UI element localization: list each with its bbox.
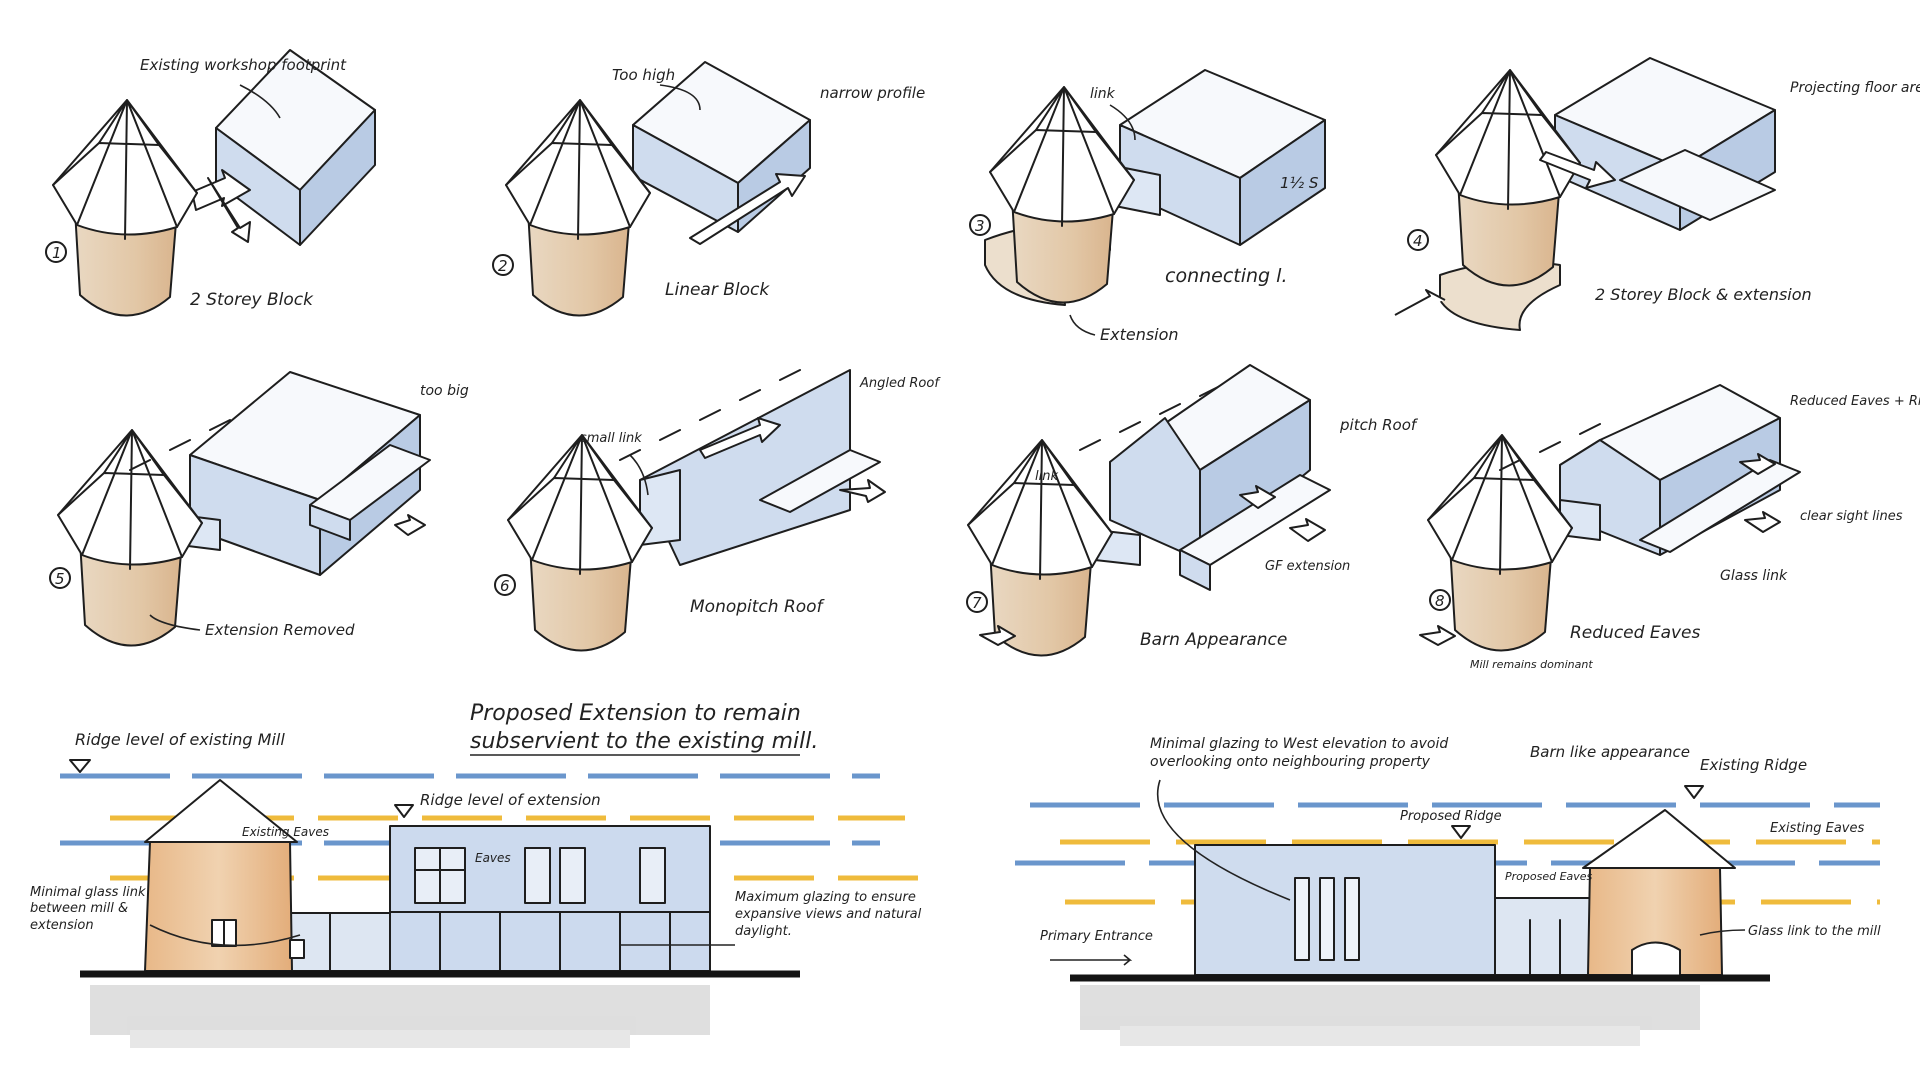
- sketch-1: 1 Existing workshop footprint 2 Storey B…: [45, 49, 376, 317]
- sketch-number: 5: [55, 570, 65, 588]
- sketch-number: 6: [500, 577, 510, 595]
- sketch-3: 3 link 1½ S connecting l. Extension: [969, 69, 1326, 344]
- upper-windows: [414, 847, 666, 904]
- sketch-label: 2 Storey Block & extension: [1595, 285, 1812, 304]
- proposed-ridge-label: Proposed Ridge: [1400, 809, 1502, 824]
- proposed-eaves-label: Proposed Eaves: [1505, 870, 1593, 883]
- sketch-label: Monopitch Roof: [690, 597, 826, 617]
- sketch-6: 6 Angled Roof small link Monopitch Roof: [494, 369, 941, 652]
- glazing-note: Maximum glazing to ensure expansive view…: [735, 890, 922, 939]
- sketch-label: Mill remains dominant: [1470, 658, 1593, 671]
- sketch-2: 2 Too high narrow profile Linear Block: [492, 61, 925, 317]
- primary-entrance-label: Primary Entrance: [1040, 929, 1153, 944]
- sketch-label: 1½ S: [1280, 174, 1319, 192]
- sketch-7: 7 link pitch Roof GF extension Barn Appe…: [966, 364, 1419, 657]
- sketch-number: 7: [972, 594, 982, 612]
- ridge-mill-label: Ridge level of existing Mill: [75, 730, 285, 749]
- sketch-label: Existing workshop footprint: [140, 56, 347, 74]
- sketch-label: Reduced Eaves: [1570, 623, 1701, 643]
- sketch-number: 8: [1435, 592, 1445, 610]
- elevation-title-line2: subservient to the existing mill.: [470, 729, 818, 754]
- ground-floor-glazing: [439, 911, 671, 972]
- existing-eaves-label: Existing Eaves: [1770, 821, 1864, 836]
- sketch-label: Linear Block: [665, 280, 770, 300]
- elevation-title-line1: Proposed Extension to remain: [470, 701, 801, 726]
- slot-windows: [1294, 877, 1360, 961]
- sketch-label: Angled Roof: [859, 376, 941, 391]
- sketch-number: 2: [498, 257, 508, 275]
- sketch-label: Too high: [612, 66, 675, 84]
- sketch-label: link: [1090, 86, 1116, 102]
- ridge-extension-label: Ridge level of extension: [420, 791, 601, 809]
- eaves-extension-label: Eaves: [475, 851, 511, 865]
- sketch-label: link: [1035, 469, 1058, 484]
- west-glazing-note: Minimal glazing to West elevation to avo…: [1150, 736, 1449, 771]
- glass-link-label: Glass link to the mill: [1748, 924, 1881, 939]
- ground-shadow: [90, 985, 710, 1048]
- west-elevation: Minimal glazing to West elevation to avo…: [1015, 736, 1881, 1046]
- sketch-label: too big: [420, 383, 469, 399]
- sketch-number: 4: [1413, 232, 1423, 250]
- sketch-4: 4 Projecting floor area 2 Storey Block &…: [1394, 57, 1920, 331]
- sketch-label: Barn Appearance: [1140, 630, 1287, 650]
- eaves-mill-label: Existing Eaves: [242, 825, 329, 839]
- sketch-label: Projecting floor area: [1790, 80, 1920, 96]
- barn-note: Barn like appearance: [1530, 743, 1690, 761]
- sketch-label: Reduced Eaves + Ridge: [1790, 394, 1920, 409]
- glass-link-note: Minimal glass link between mill & extens…: [30, 885, 146, 933]
- sketch-label: GF extension: [1265, 559, 1350, 574]
- sketch-label: Glass link: [1720, 568, 1788, 584]
- sketch-number: 3: [975, 217, 985, 235]
- sketch-number: 1: [52, 244, 62, 262]
- existing-ridge-label: Existing Ridge: [1700, 756, 1807, 774]
- sketch-label: connecting l.: [1165, 265, 1287, 287]
- sketch-label: narrow profile: [820, 84, 925, 102]
- arrow-double: [191, 169, 251, 243]
- sketch-label: small link: [580, 431, 642, 446]
- sketch-8: 8 Reduced Eaves + Ridge clear sight line…: [1419, 384, 1920, 671]
- sketch-label: 2 Storey Block: [190, 290, 314, 310]
- sketch-label: Extension Removed: [205, 621, 355, 639]
- sketch-label: pitch Roof: [1339, 416, 1419, 434]
- ground-shadow: [1080, 985, 1700, 1046]
- south-elevation: Proposed Extension to remain subservient…: [30, 701, 922, 1048]
- sketch-label: Extension: [1100, 325, 1179, 344]
- sketch-label: clear sight lines: [1800, 509, 1903, 524]
- sketch-5: 5 too big Extension Removed: [49, 371, 469, 647]
